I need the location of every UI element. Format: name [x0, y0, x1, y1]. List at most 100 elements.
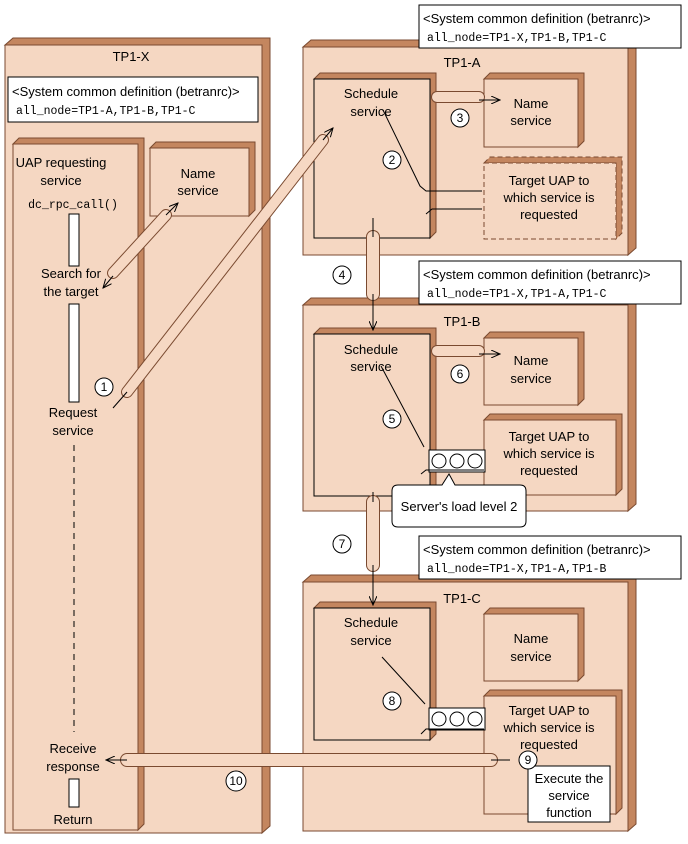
execute-box: Execute the service function — [527, 765, 611, 823]
svg-text:4: 4 — [339, 268, 346, 282]
name-c-label-1: Name — [514, 631, 549, 646]
target-b-label-2: which service is — [502, 446, 595, 461]
query-line-b — [380, 365, 425, 448]
target-uap-b: Target UAP to which service is requested — [482, 413, 623, 497]
step-5: 5 — [382, 409, 402, 429]
queue-slot — [449, 453, 465, 469]
target-c-label-1: Target UAP to — [509, 703, 590, 718]
pipe-request-to-a — [112, 128, 333, 409]
definition-x-header: <System common definition (betranrc)> — [12, 84, 240, 99]
step-8: 8 — [382, 691, 402, 711]
step-2: 2 — [382, 150, 402, 170]
target-c-label-2: which service is — [502, 720, 595, 735]
node-tp1-c: TP1-C Schedule service Name service Targ… — [301, 574, 637, 833]
definition-a-value: all_node=TP1-X,TP1-B,TP1-C — [427, 32, 607, 45]
svg-text:1: 1 — [101, 380, 108, 394]
svg-text:2: 2 — [389, 153, 396, 167]
definition-box-c: <System common definition (betranrc)> al… — [418, 535, 682, 580]
definition-box-x: <System common definition (betranrc)> al… — [7, 76, 259, 123]
svg-text:5: 5 — [389, 412, 396, 426]
target-a-label-1: Target UAP to — [509, 173, 590, 188]
query-line-c — [381, 656, 426, 705]
schedule-c-label-2: service — [350, 633, 391, 648]
schedule-a-label-1: Schedule — [344, 86, 398, 101]
uap-requesting-box: UAP requesting service dc_rpc_call() Sea… — [11, 137, 145, 832]
definition-c-value: all_node=TP1-X,TP1-A,TP1-B — [427, 563, 607, 576]
query-line-a — [382, 109, 482, 192]
name-c-label-2: service — [510, 649, 551, 664]
reply-line-a — [425, 208, 482, 215]
receive-label-1: Receive — [50, 741, 97, 756]
rpc-call-label: dc_rpc_call() — [28, 199, 118, 212]
pipe-name-query-a — [431, 91, 500, 100]
schedule-c-label-1: Schedule — [344, 615, 398, 630]
request-label-2: service — [52, 423, 93, 438]
reply-line-c — [420, 728, 484, 735]
schedule-b-label-1: Schedule — [344, 342, 398, 357]
step-6: 6 — [450, 364, 470, 384]
schedule-a-label-2: service — [350, 104, 391, 119]
uap-requesting-label-2: service — [40, 173, 81, 188]
tp1-c-title: TP1-C — [443, 591, 481, 606]
queue-slot — [449, 711, 465, 727]
request-label-1: Request — [49, 405, 98, 420]
queue-slot — [467, 453, 483, 469]
name-service-c: Name service — [482, 607, 585, 683]
execute-label-3: function — [546, 805, 592, 820]
definition-box-a: <System common definition (betranrc)> al… — [418, 4, 682, 49]
activation-bar-3 — [68, 778, 80, 808]
queue-c — [428, 707, 486, 731]
search-label-2: the target — [44, 284, 99, 299]
queue-slot — [431, 453, 447, 469]
schedule-service-b: Schedule service — [312, 327, 437, 498]
target-a-label-2: which service is — [502, 190, 595, 205]
definition-c-header: <System common definition (betranrc)> — [423, 542, 651, 557]
schedule-service-c: Schedule service — [312, 601, 437, 742]
target-a-label-3: requested — [520, 207, 578, 222]
step-3: 3 — [450, 108, 470, 128]
step-4: 4 — [332, 265, 352, 285]
step-7: 7 — [332, 534, 352, 554]
activation-bar-2 — [68, 303, 80, 403]
step-10: 10 — [225, 770, 247, 792]
name-a-label-2: service — [510, 113, 551, 128]
name-service-x: Name service — [148, 141, 256, 218]
load-level-label: Server's load level 2 — [401, 499, 518, 514]
target-uap-a-missing: Target UAP to which service is requested — [482, 156, 623, 241]
schedule-b-label-2: service — [350, 359, 391, 374]
definition-x-value: all_node=TP1-A,TP1-B,TP1-C — [16, 105, 196, 118]
step-9: 9 — [518, 750, 538, 770]
svg-text:9: 9 — [525, 753, 532, 767]
target-c-label-3: requested — [520, 737, 578, 752]
definition-b-header: <System common definition (betranrc)> — [423, 267, 651, 282]
node-tp1-x: TP1-X <System common definition (betranr… — [3, 37, 271, 835]
svg-text:3: 3 — [457, 111, 464, 125]
node-tp1-a: TP1-A Schedule service Name service Targ… — [301, 39, 637, 257]
target-b-label-3: requested — [520, 463, 578, 478]
definition-box-b: <System common definition (betranrc)> al… — [418, 260, 682, 305]
execute-label-2: service — [548, 788, 589, 803]
return-label: Return — [53, 812, 92, 827]
svg-text:7: 7 — [339, 537, 346, 551]
pipe-name-query-x — [103, 203, 178, 288]
node-tp1-b: TP1-B Schedule service Name service Targ… — [301, 297, 637, 513]
pipe-name-query-b — [431, 345, 500, 354]
name-a-label-1: Name — [514, 96, 549, 111]
name-service-b: Name service — [482, 331, 585, 407]
tp1-b-title: TP1-B — [444, 314, 481, 329]
svg-text:10: 10 — [229, 774, 243, 788]
reply-line-b — [420, 469, 484, 475]
definition-b-value: all_node=TP1-X,TP1-A,TP1-C — [427, 288, 607, 301]
queue-b — [428, 449, 486, 473]
name-service-x-label-1: Name — [181, 166, 216, 181]
uap-requesting-label-1: UAP requesting — [16, 155, 107, 170]
definition-a-header: <System common definition (betranrc)> — [423, 11, 651, 26]
name-service-a: Name service — [482, 72, 585, 149]
name-b-label-2: service — [510, 371, 551, 386]
tp1-a-title: TP1-A — [444, 55, 481, 70]
search-label-1: Search for — [41, 266, 102, 281]
schedule-service-a: Schedule service — [312, 72, 437, 240]
tp1-x-title: TP1-X — [113, 49, 150, 64]
queue-slot — [431, 711, 447, 727]
